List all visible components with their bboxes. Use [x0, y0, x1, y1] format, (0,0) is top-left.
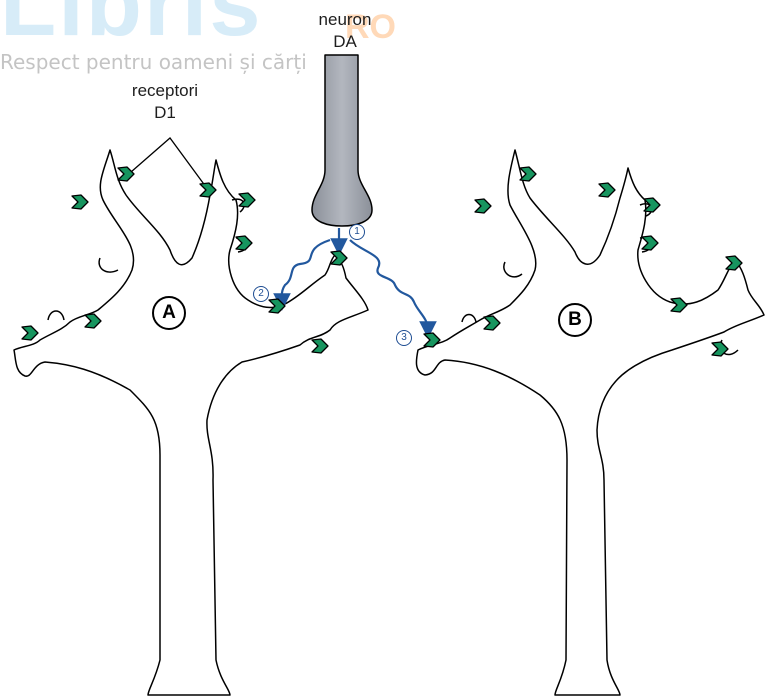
receptor-sites: [21, 166, 743, 357]
watermark-suffix: RO: [345, 8, 396, 46]
neuron-b-outline: [415, 149, 765, 696]
neuron-da-label-line1: neuron: [318, 10, 372, 29]
step-2-marker: 2: [253, 286, 269, 302]
receptor-d1-label: receptori D1: [125, 80, 205, 124]
watermark-tagline: Respect pentru oameni și cărți: [0, 50, 307, 74]
neuron-da-label: neuron DA: [305, 9, 385, 53]
step-1-marker: 1: [349, 224, 365, 240]
receptor-pointer-lines: [130, 137, 207, 188]
receptor-d1-label-line1: receptori: [131, 81, 199, 100]
neuron-a-label: A: [152, 296, 186, 330]
receptor-d1-label-line2: D1: [154, 103, 176, 122]
watermark-logo: Libris: [0, 0, 263, 55]
neuron-da-label-line2: DA: [333, 32, 357, 51]
neuron-b-label: B: [558, 303, 592, 337]
step-3-marker: 3: [396, 330, 412, 346]
neuron-a-outline: [13, 149, 369, 696]
dopamine-diffusion-arrows: [273, 228, 437, 339]
da-axon-terminal: [311, 54, 373, 227]
